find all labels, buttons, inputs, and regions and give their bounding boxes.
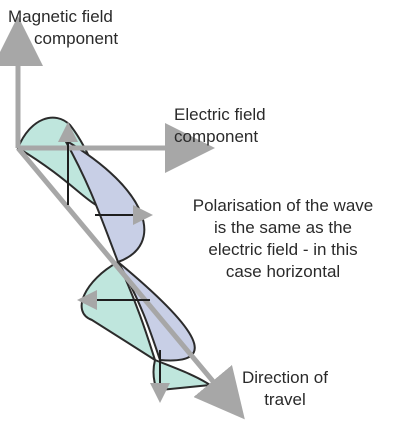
direction-line-1: Direction of bbox=[242, 368, 328, 387]
polarisation-line-2: is the same as the bbox=[214, 218, 352, 237]
travel-axis bbox=[16, 146, 245, 420]
direction-label: Direction of travel bbox=[230, 367, 340, 411]
polarisation-line-4: case horizontal bbox=[225, 262, 341, 281]
electric-label-line-2: component bbox=[174, 127, 259, 146]
direction-line-2: travel bbox=[264, 390, 306, 409]
electric-label: Electric field component bbox=[174, 104, 266, 148]
magnetic-label: Magnetic field component bbox=[8, 6, 118, 50]
electric-lobe-1 bbox=[62, 137, 146, 264]
polarisation-line-3: electric field - in this bbox=[208, 240, 358, 259]
magnetic-label-line-1: Magnetic field bbox=[8, 7, 113, 26]
electric-label-line-1: Electric field bbox=[174, 105, 266, 124]
magnetic-label-line-2: component bbox=[34, 29, 119, 48]
polarisation-line-1: Polarisation of the wave bbox=[192, 196, 374, 215]
polarisation-note: Polarisation of the wave is the same as … bbox=[178, 195, 388, 283]
